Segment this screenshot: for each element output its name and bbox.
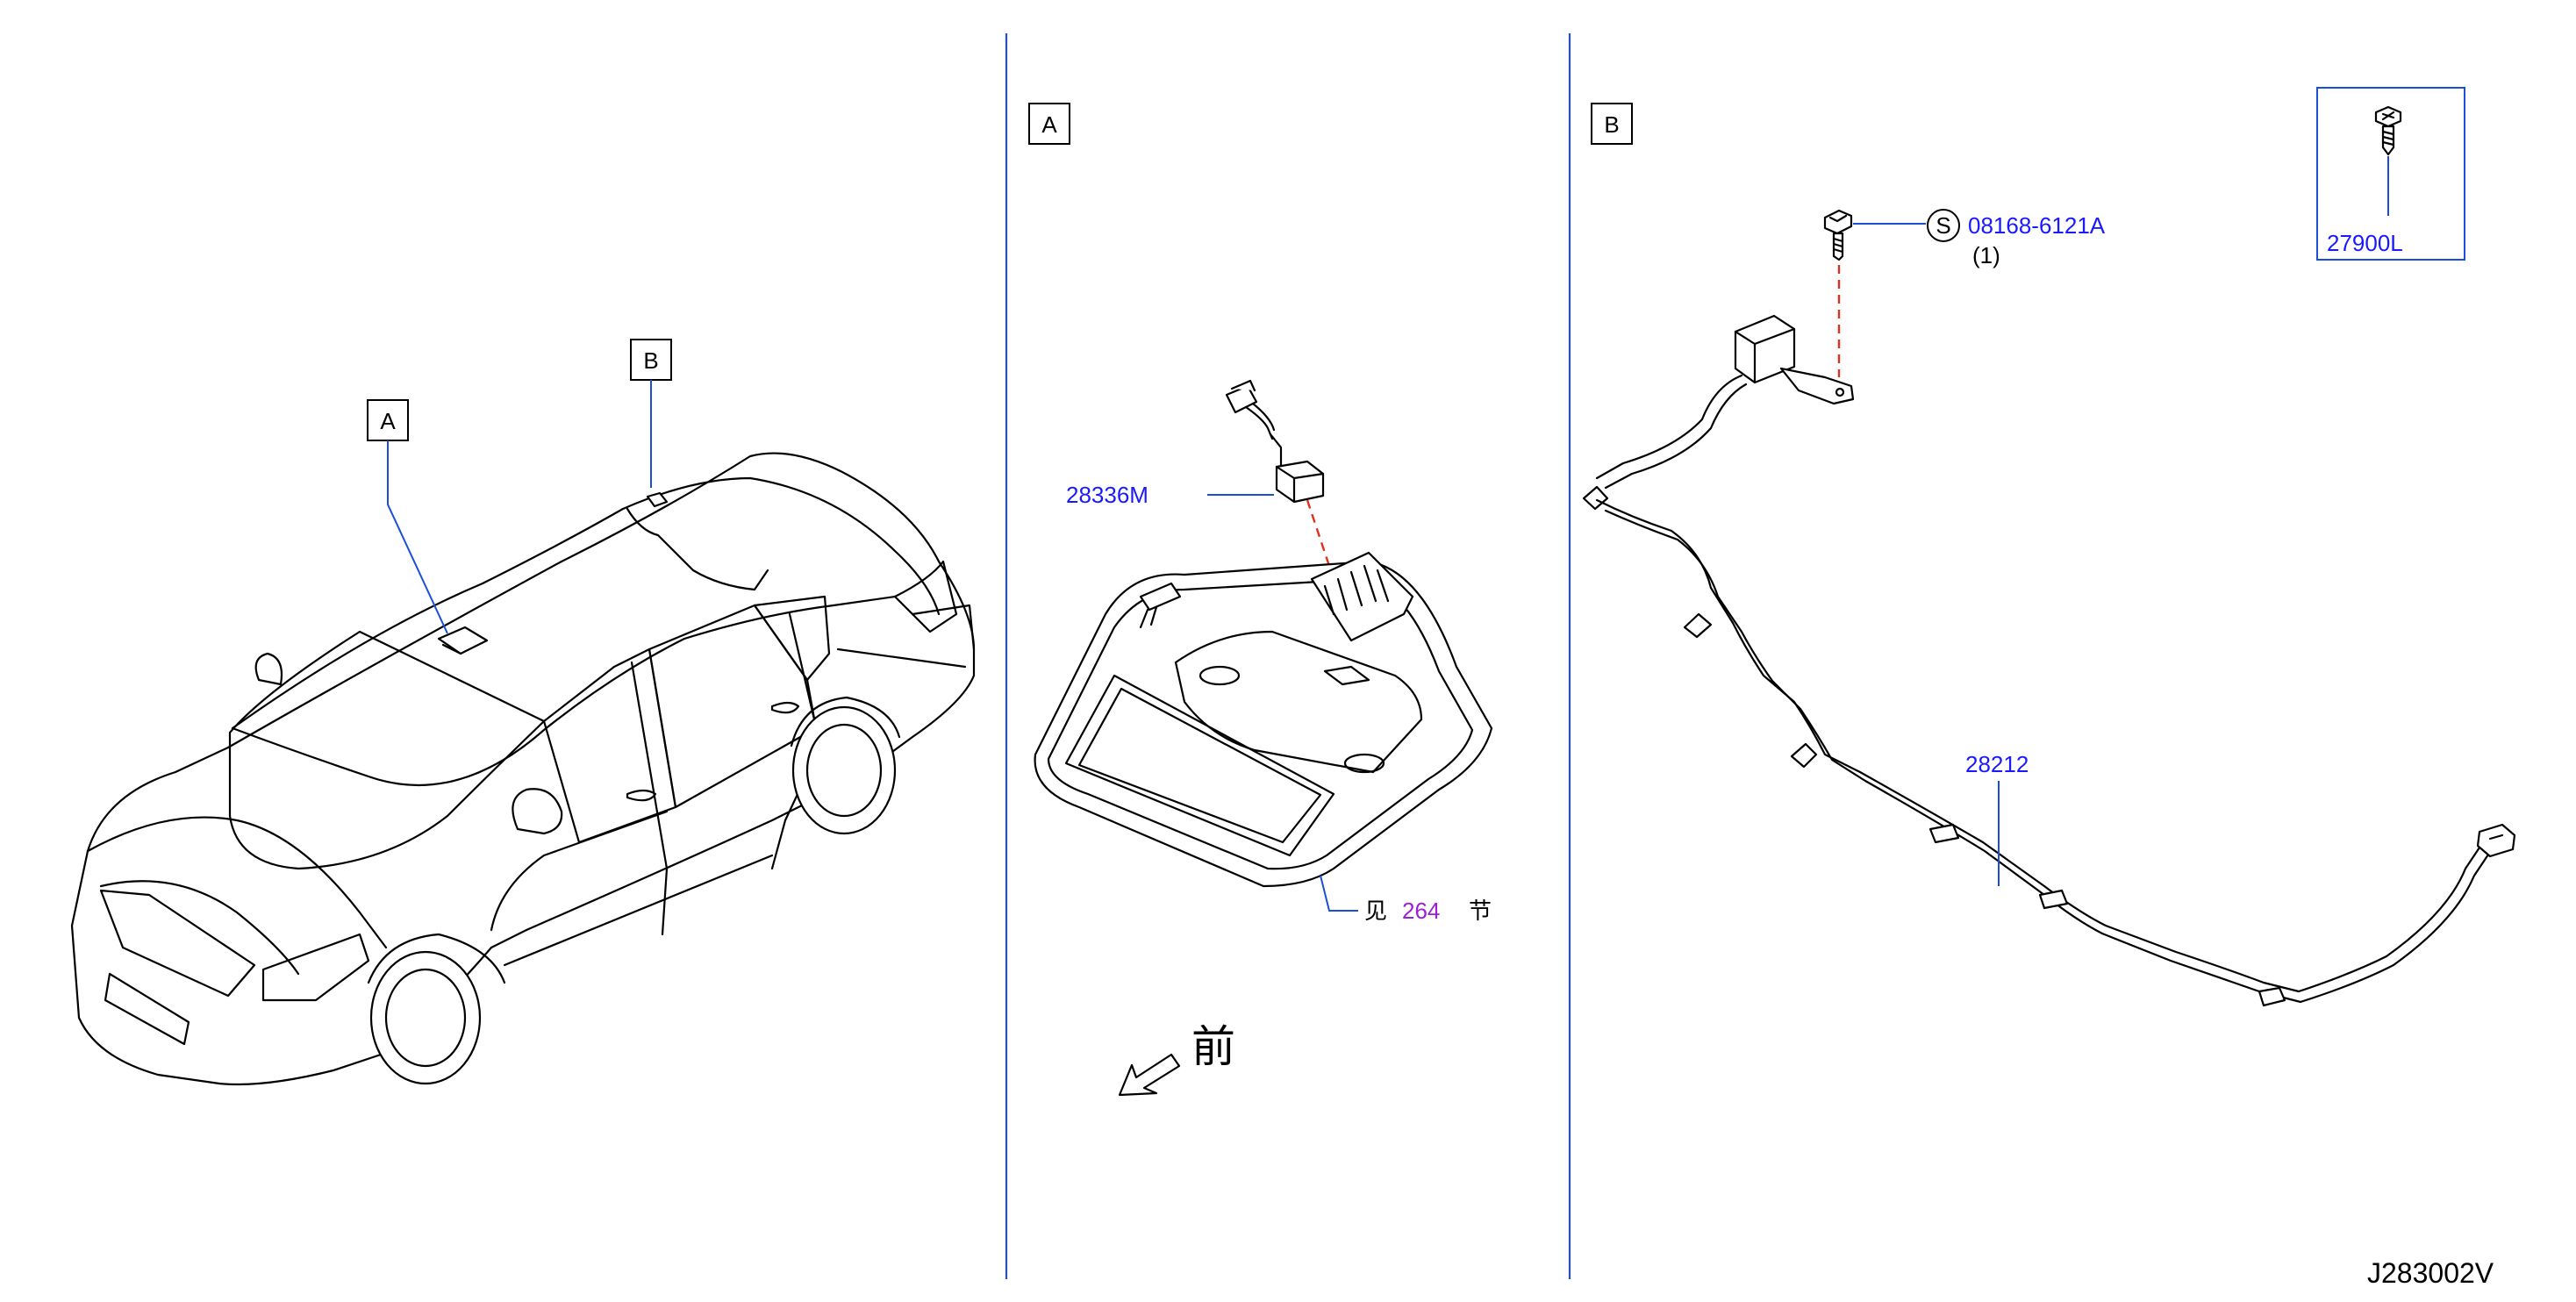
callout-label: B [1604, 111, 1619, 138]
front-direction-arrow-icon [1118, 1053, 1181, 1097]
bolt-quantity: (1) [1972, 242, 2000, 268]
leader-see-section [1320, 875, 1358, 912]
callout-box [1028, 103, 1070, 145]
part-number-connector[interactable]: 28336M [1066, 482, 1148, 508]
vehicle-illustration [70, 452, 976, 1086]
bolt-icon [1823, 209, 1853, 261]
antenna-harness-drawing [1582, 314, 2516, 1007]
callout-box [1591, 103, 1633, 145]
front-direction-label: 前 [1191, 1021, 1235, 1072]
part-number-antenna-harness[interactable]: 28212 [1965, 751, 2029, 777]
callout-box [367, 399, 409, 441]
leader-car-a [387, 440, 448, 634]
screw-icon [2374, 105, 2402, 156]
part-number-bolt[interactable]: 08168-6121A [1968, 212, 2106, 239]
car-callout-a[interactable]: A [367, 399, 409, 441]
panel-b-callout[interactable]: B [1591, 103, 1633, 145]
part-number-screw: 27900L [2327, 230, 2403, 256]
callout-label: A [380, 408, 396, 434]
connector-harness-drawing [1225, 379, 1325, 504]
overhead-console-drawing [1034, 551, 1493, 888]
standard-part-symbol: S [1927, 209, 1960, 242]
callout-box [630, 339, 672, 381]
see-section-page-link[interactable]: 264 [1402, 898, 1440, 924]
see-prefix-text: 见 [1364, 898, 1387, 925]
diagram-id: J283002V [2367, 1257, 2494, 1289]
panel-a-callout[interactable]: A [1028, 103, 1070, 145]
screw-part-box[interactable]: 27900L [2316, 87, 2465, 261]
standard-part-symbol-label: S [1936, 212, 1950, 239]
callout-label: A [1041, 111, 1057, 138]
car-callout-b[interactable]: B [630, 339, 672, 381]
screw-part-frame [2316, 87, 2465, 261]
callout-label: B [643, 347, 658, 374]
see-suffix-text: 节 [1469, 898, 1492, 925]
